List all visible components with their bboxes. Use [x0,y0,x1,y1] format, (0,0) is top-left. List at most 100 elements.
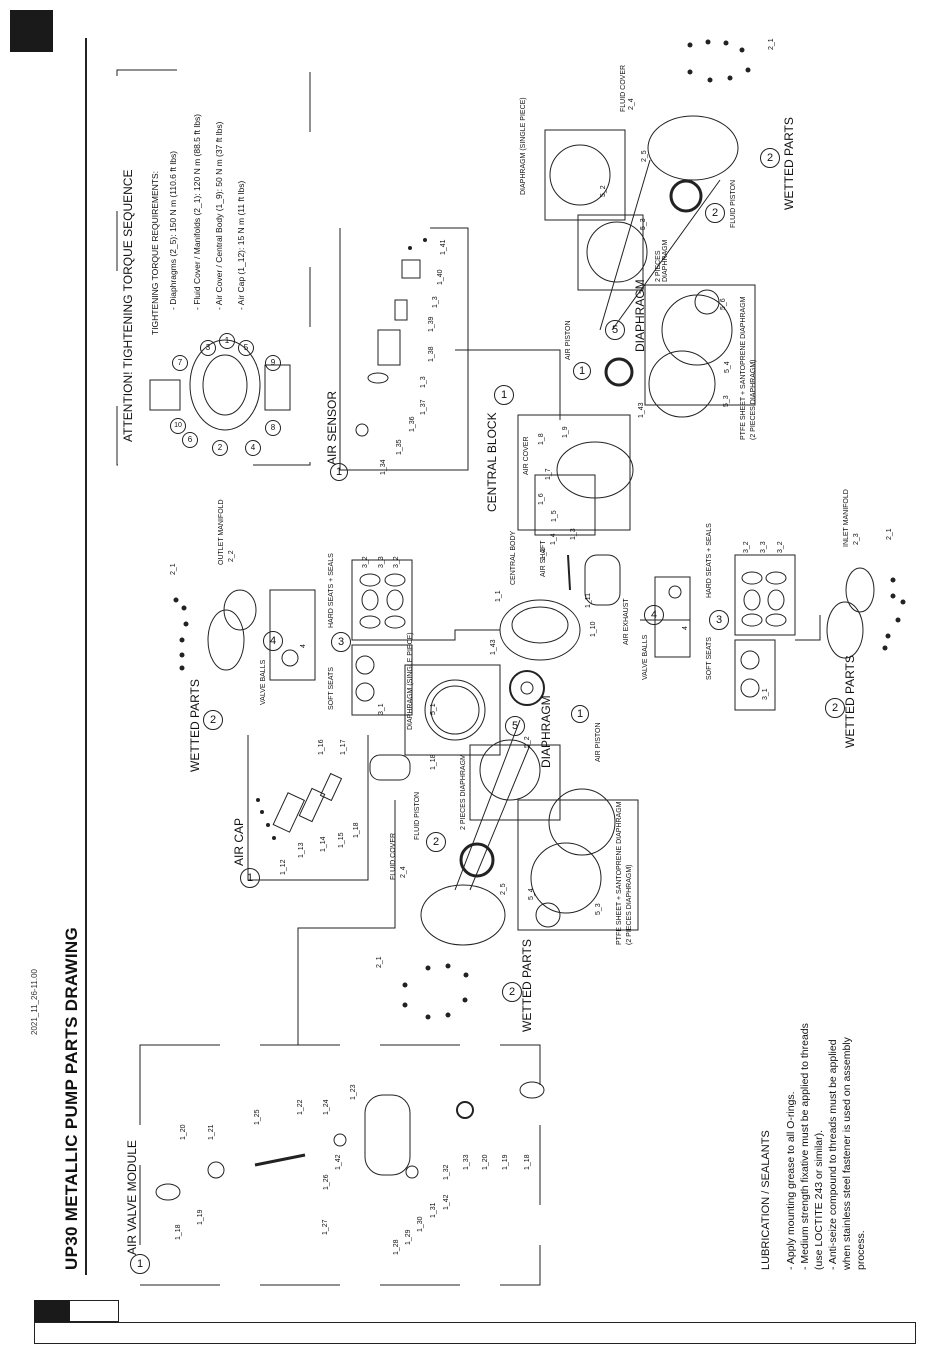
part-number: 4 [300,644,307,648]
part-number: 1_41 [440,239,447,255]
group-badge: 1 [573,362,591,380]
group-badge: 2 [203,710,223,730]
part-number: 3_2 [362,556,369,568]
part-number: 1_5 [551,510,558,522]
group-badge: 5 [605,320,625,340]
group-badge: 2 [502,982,522,1002]
part-number: 2_5 [641,150,648,162]
part-number: 5_1 [430,703,437,715]
label-air-exhaust: AIR EXHAUST [623,598,630,645]
part-number: 1_27 [322,1219,329,1235]
part-number: 2_4 [400,866,407,878]
page-frame-line [85,38,87,1275]
part-number: 5_3 [640,218,647,230]
part-number: 1_2 [540,548,547,560]
part-number: 3_2 [743,541,750,553]
label-ptfe-sheet: PTFE SHEET + SANTOPRENE DIAPHRAGM [616,801,623,945]
part-number: 1_40 [437,269,444,285]
label-2pc-diaphragm-2: 2 PIECES DIAPHRAGM [655,239,669,282]
part-number: 1_34 [380,459,387,475]
label-hard-seats: HARD SEATS + SEALS [328,553,335,628]
part-number: 1_6 [538,493,545,505]
part-number: 1_36 [409,416,416,432]
part-number: 3_2 [393,556,400,568]
diaphragm-2pc-box [469,744,561,821]
part-number: 5_2 [600,185,607,197]
group-wetted-parts-2: WETTED PARTS [520,939,534,1032]
soft-seats-box-bottom [734,639,776,711]
part-number: 1_18 [524,1154,531,1170]
torque-seq-badge: 1 [219,333,235,349]
part-number: 1_42 [443,1194,450,1210]
hard-seats-box-top [351,559,413,641]
label-inlet-manifold: INLET MANIFOLD [843,489,850,547]
lubrication-line: - Anti-seize compound to threads must be… [827,1037,867,1270]
part-number: 1_29 [405,1229,412,1245]
part-number: 1_3 [420,376,427,388]
label-air-cover: AIR COVER [523,436,530,475]
label-ptfe-sheet-sub: (2 PIECES DIAPHRAGM) [626,864,633,945]
part-number: 2_3 [853,533,860,545]
group-badge: 1 [240,868,260,888]
part-number: 1_14 [320,836,327,852]
label-soft-seats: SOFT SEATS [328,667,335,710]
torque-item: - Fluid Cover / Manifolds (2_1): 120 N m… [192,113,202,310]
lubrication-line: - Apply mounting grease to all O-rings. [785,1091,797,1270]
part-number: 1_21 [208,1124,215,1140]
group-badge: 3 [331,632,351,652]
group-air-sensor: AIR SENSOR [325,390,339,465]
group-badge: 2 [705,203,725,223]
group-air-valve-module: AIR VALVE MODULE [125,1140,139,1255]
label-fluid-piston: FLUID PISTON [414,791,421,840]
hard-seats-box-bottom [734,554,796,636]
diaphragm-single-box [404,664,501,756]
label-diaphragm-single: DIAPHRAGM (SINGLE PIECE) [407,632,414,730]
group-badge: 4 [263,631,283,651]
part-number: 1_13 [298,842,305,858]
part-number: 1_32 [443,1164,450,1180]
label-2pc-diaphragm: 2 PIECES DIAPHRAGM [460,754,467,830]
label-diaphragm-single-2: DIAPHRAGM (SINGLE PIECE) [520,97,527,195]
part-number: 1_43 [490,639,497,655]
group-wetted-parts-3: WETTED PARTS [782,117,796,210]
footer-page-box [70,1300,119,1322]
group-central-block: CENTRAL BLOCK [485,412,499,512]
connector-line [455,349,561,420]
part-number: 1_38 [428,346,435,362]
part-number: 2_2 [228,550,235,562]
torque-seq-badge: 3 [200,340,216,356]
part-number: 1_31 [430,1202,437,1218]
air-valve-box [139,1044,541,1286]
part-number: 1_12 [280,859,287,875]
torque-req-title: TIGHTENING TORQUE REQUIREMENTS: [150,170,160,335]
part-number: 1_10 [590,621,597,637]
label-central-body: CENTRAL BODY [510,530,517,585]
torque-seq-badge: 9 [265,355,281,371]
part-number: 1_43 [638,402,645,418]
part-number: 3_1 [762,688,769,700]
group-badge: 2 [825,698,845,718]
part-number: 5_4 [528,888,535,900]
part-number: 1_15 [338,832,345,848]
part-number: 1_18 [353,822,360,838]
part-number: 1_26 [323,1174,330,1190]
part-number: 3_3 [760,541,767,553]
part-number: 1_18 [175,1224,182,1240]
torque-seq-badge: 2 [212,440,228,456]
part-number: 2_1 [886,528,893,540]
connector-line [412,629,500,641]
part-number: 1_19 [502,1154,509,1170]
label-soft-seats-2: SOFT SEATS [706,637,713,680]
part-number: 1_7 [545,468,552,480]
part-number: 4 [682,626,689,630]
part-number: 1_19 [197,1209,204,1225]
diaphragm-ptfe-box [517,799,639,931]
group-badge: 5 [505,716,525,736]
part-number: 5_3 [595,903,602,915]
air-cap-box [247,735,369,881]
part-number: 5_4 [724,361,731,373]
part-number: 1_37 [420,399,427,415]
label-ptfe-sheet-sub-2: (2 PIECES DIAPHRAGM) [750,359,757,440]
part-number: 1_25 [254,1109,261,1125]
